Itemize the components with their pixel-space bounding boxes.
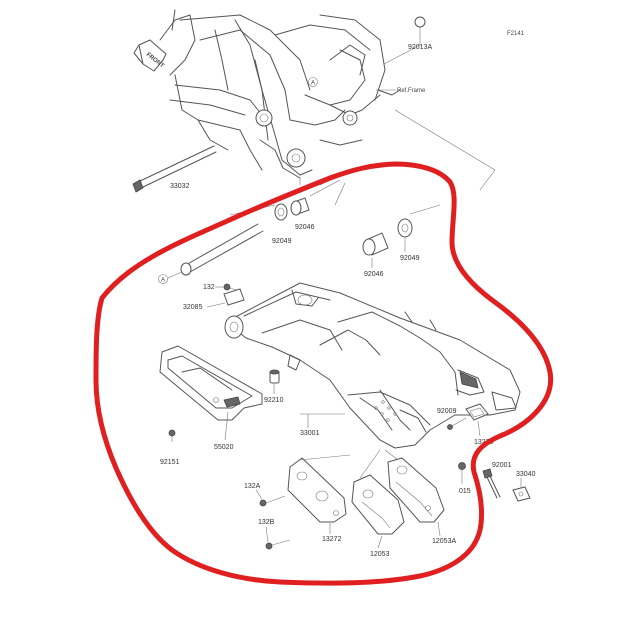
bolt-92001: [482, 468, 501, 499]
swingarm-33001: [224, 282, 521, 449]
part-92046-left: 92046: [295, 224, 315, 231]
chain-guide-12053: [351, 474, 405, 535]
nut-015: [458, 462, 466, 470]
part-92049-left: 92049: [272, 238, 292, 245]
part-55020: 55020: [214, 444, 234, 451]
bearing-92049-left: [274, 203, 288, 221]
plate-32085: [223, 288, 245, 306]
frame-drawing: [159, 9, 426, 179]
red-highlight-outline: [93, 161, 554, 586]
part-33040: 33040: [516, 471, 536, 478]
part-12053: 12053: [370, 551, 390, 558]
callout-a-bottom: A: [158, 271, 183, 284]
part-13272: 13272: [322, 536, 342, 543]
chain-slider-55020: [159, 345, 263, 421]
chain-guide-12053A: [387, 457, 445, 523]
bushing-92210: [269, 369, 280, 384]
adjuster-plate-13270: [465, 403, 489, 421]
part-132: 132: [203, 284, 215, 291]
front-arrow-icon: FRONT: [133, 39, 167, 72]
part-015: 015: [459, 488, 471, 495]
part-92151: 92151: [160, 459, 180, 466]
part-12053A: 12053A: [432, 538, 456, 545]
part-32085: 32085: [183, 304, 203, 311]
guide-plate-13272: [287, 457, 347, 523]
svg-text:A: A: [311, 81, 315, 87]
sleeve-92046-right: [362, 232, 389, 256]
reference-frame-label: Ref.Frame: [397, 88, 426, 94]
part-92001: 92001: [492, 462, 512, 469]
part-92013A: 92013A: [408, 44, 432, 51]
svg-text:A: A: [161, 278, 165, 284]
part-132A: 132A: [244, 483, 261, 490]
block-33040: [512, 486, 531, 502]
screw-92151: [168, 429, 176, 442]
part-92210: 92210: [264, 397, 284, 404]
bolt-92009: [447, 417, 467, 430]
bearing-92049-right: [397, 218, 413, 238]
part-132B: 132B: [258, 519, 275, 526]
figure-id: F2141: [507, 31, 525, 37]
sleeve-92046-left: [290, 197, 310, 216]
callout-a-top: A: [308, 77, 318, 87]
part-33001: 33001: [300, 430, 320, 437]
bolt-132B: [265, 539, 291, 550]
bolt-132A: [259, 495, 286, 507]
pivot-shaft-33032: [132, 145, 217, 193]
part-33032: 33032: [170, 183, 190, 190]
part-92049-right: 92049: [400, 255, 420, 262]
bolt-132: [223, 283, 237, 291]
part-92046-right: 92046: [364, 271, 384, 278]
part-92009: 92009: [437, 408, 457, 415]
pivot-tube: [180, 223, 264, 276]
